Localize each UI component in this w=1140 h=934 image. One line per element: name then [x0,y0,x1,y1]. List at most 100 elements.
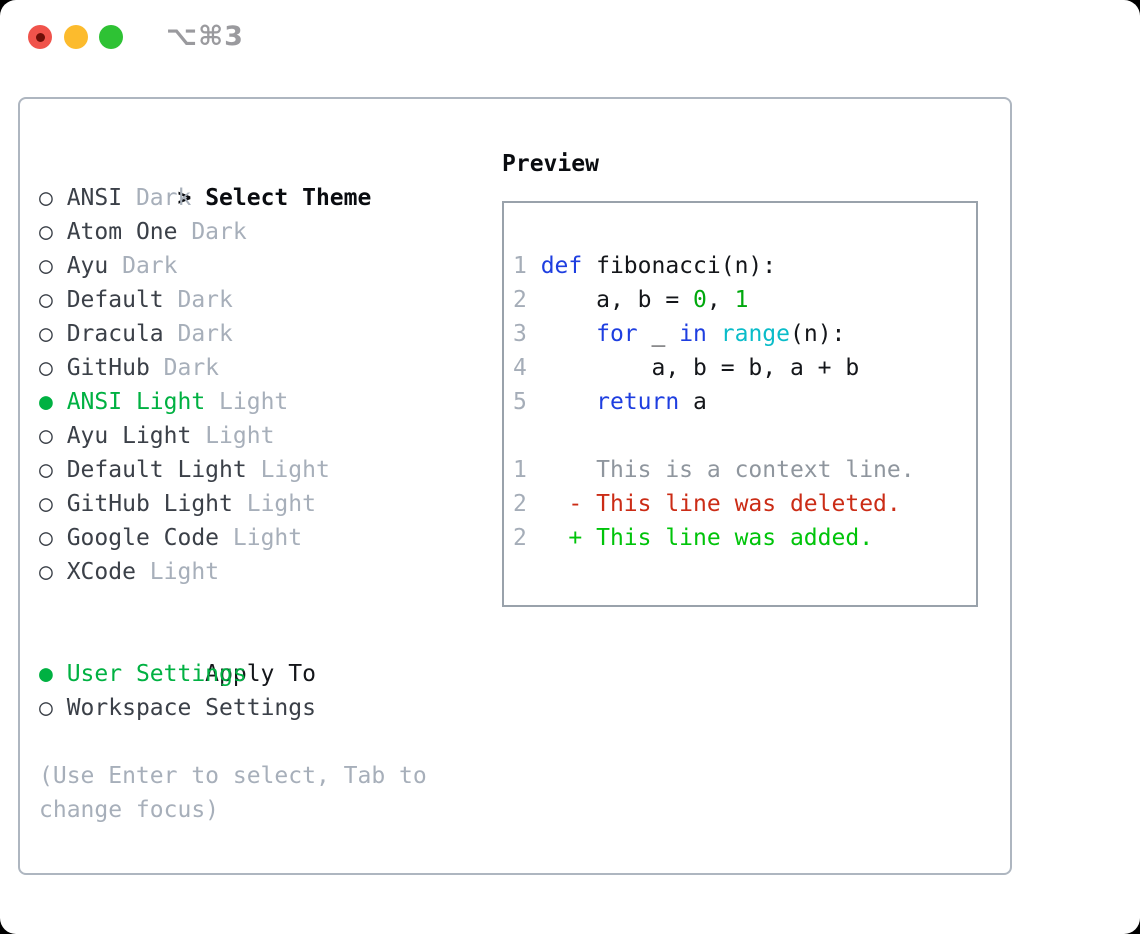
theme-list: ○ ANSI Dark○ Atom One Dark○ Ayu Dark○ De… [39,181,499,589]
theme-name: Atom One [52,219,178,245]
radio-unselected-icon: ○ [39,457,53,483]
code-segment: a, b = [540,287,694,313]
theme-name: Default Light [52,457,247,483]
code-line: 1 def fibonacci(n): [513,249,968,283]
diff-line: 2 + This line was added. [513,521,968,555]
theme-name: ANSI [52,185,123,211]
spacer [513,419,968,453]
diff-line: 2 - This line was deleted. [513,487,968,521]
theme-option[interactable]: ○ Google Code Light [39,521,499,555]
apply-to-option[interactable]: ○ Workspace Settings [39,691,499,725]
diff-text: This line was added. [596,525,874,551]
radio-selected-icon: ● [39,661,53,687]
line-number: 2 [513,491,569,517]
code-segment: 1 [734,287,749,313]
code-segment: in [679,321,707,347]
radio-unselected-icon: ○ [39,695,53,721]
focus-caret-icon: > [177,185,192,211]
code-segment: for [596,321,638,347]
close-dot-icon [35,32,45,42]
apply-option-label: Workspace Settings [52,695,316,721]
code-line: 5 return a [513,385,968,419]
code-line: 3 for _ in range(n): [513,317,968,351]
diff-text: This line was deleted. [596,491,901,517]
diff-marker-icon: - [568,491,597,517]
radio-unselected-icon: ○ [39,287,53,313]
code-segment: a, b = b, a + b [540,355,860,381]
theme-variant-tag: Light [219,525,303,551]
code-segment: range [720,321,790,347]
theme-name: XCode [52,559,136,585]
theme-option[interactable]: ○ Atom One Dark [39,215,499,249]
theme-option[interactable]: ○ Default Dark [39,283,499,317]
radio-unselected-icon: ○ [39,185,53,211]
help-text: (Use Enter to select, Tab to change focu… [39,759,499,827]
help-line-1: (Use Enter to select, Tab to [39,763,427,789]
theme-option[interactable]: ○ Ayu Dark [39,249,499,283]
apply-to-heading-label: Apply To [205,661,316,687]
theme-name: Google Code [52,525,220,551]
select-theme-heading: >Select Theme [39,147,499,211]
minimize-button[interactable] [64,25,88,49]
line-number: 1 [513,457,569,483]
diff-marker-icon: + [568,525,597,551]
radio-unselected-icon: ○ [39,253,53,279]
theme-name: Dracula [52,321,164,347]
code-segment: 0 [693,287,707,313]
apply-to-heading: Apply To [39,623,499,687]
code-segment [541,321,596,347]
theme-variant-tag: Light [246,457,330,483]
window-shortcut-label: ⌥⌘3 [166,21,244,52]
theme-variant-tag: Dark [149,355,220,381]
theme-name: ANSI Light [52,389,206,415]
theme-option[interactable]: ○ ANSI Dark [39,181,499,215]
theme-selector: >Select Theme ○ ANSI Dark○ Atom One Dark… [39,147,499,827]
radio-unselected-icon: ○ [39,219,53,245]
code-segment: a [679,389,707,415]
code-segment: return [596,389,680,415]
code-segment [541,389,596,415]
theme-option[interactable]: ○ XCode Light [39,555,499,589]
theme-variant-tag: Dark [122,185,192,211]
code-segment [707,321,721,347]
radio-unselected-icon: ○ [39,321,53,347]
theme-name: Ayu [52,253,109,279]
line-number: 3 [513,321,541,347]
radio-selected-icon: ● [39,389,53,415]
diff-line: 1 This is a context line. [513,453,968,487]
theme-option[interactable]: ○ Dracula Dark [39,317,499,351]
preview-heading: Preview [502,151,599,177]
preview-pane: Preview 1 def fibonacci(n):2 a, b = 0, 1… [502,147,988,607]
line-number: 2 [513,287,541,313]
theme-variant-tag: Light [135,559,220,585]
close-button[interactable] [28,25,52,49]
theme-option[interactable]: ● ANSI Light Light [39,385,499,419]
radio-unselected-icon: ○ [39,355,53,381]
theme-variant-tag: Dark [108,253,178,279]
radio-unselected-icon: ○ [39,423,53,449]
apply-to-option[interactable]: ● User Settings [39,657,499,691]
theme-variant-tag: Light [191,423,275,449]
code-segment: _ [637,321,680,347]
theme-name: Ayu Light [52,423,192,449]
line-number: 2 [513,525,569,551]
code-segment: fibonacci(n): [582,253,777,279]
theme-option[interactable]: ○ Ayu Light Light [39,419,499,453]
zoom-button[interactable] [99,25,123,49]
theme-option[interactable]: ○ Default Light Light [39,453,499,487]
line-number: 1 [513,253,541,279]
apply-to-list: ● User Settings○ Workspace Settings [39,657,499,725]
theme-option[interactable]: ○ GitHub Light Light [39,487,499,521]
spacer [39,725,499,759]
theme-variant-tag: Light [232,491,316,517]
code-line: 4 a, b = b, a + b [513,351,968,385]
theme-option[interactable]: ○ GitHub Dark [39,351,499,385]
code-line: 2 a, b = 0, 1 [513,283,968,317]
help-line-2: change focus) [39,797,220,823]
radio-unselected-icon: ○ [39,559,53,585]
theme-variant-tag: Dark [163,321,233,347]
